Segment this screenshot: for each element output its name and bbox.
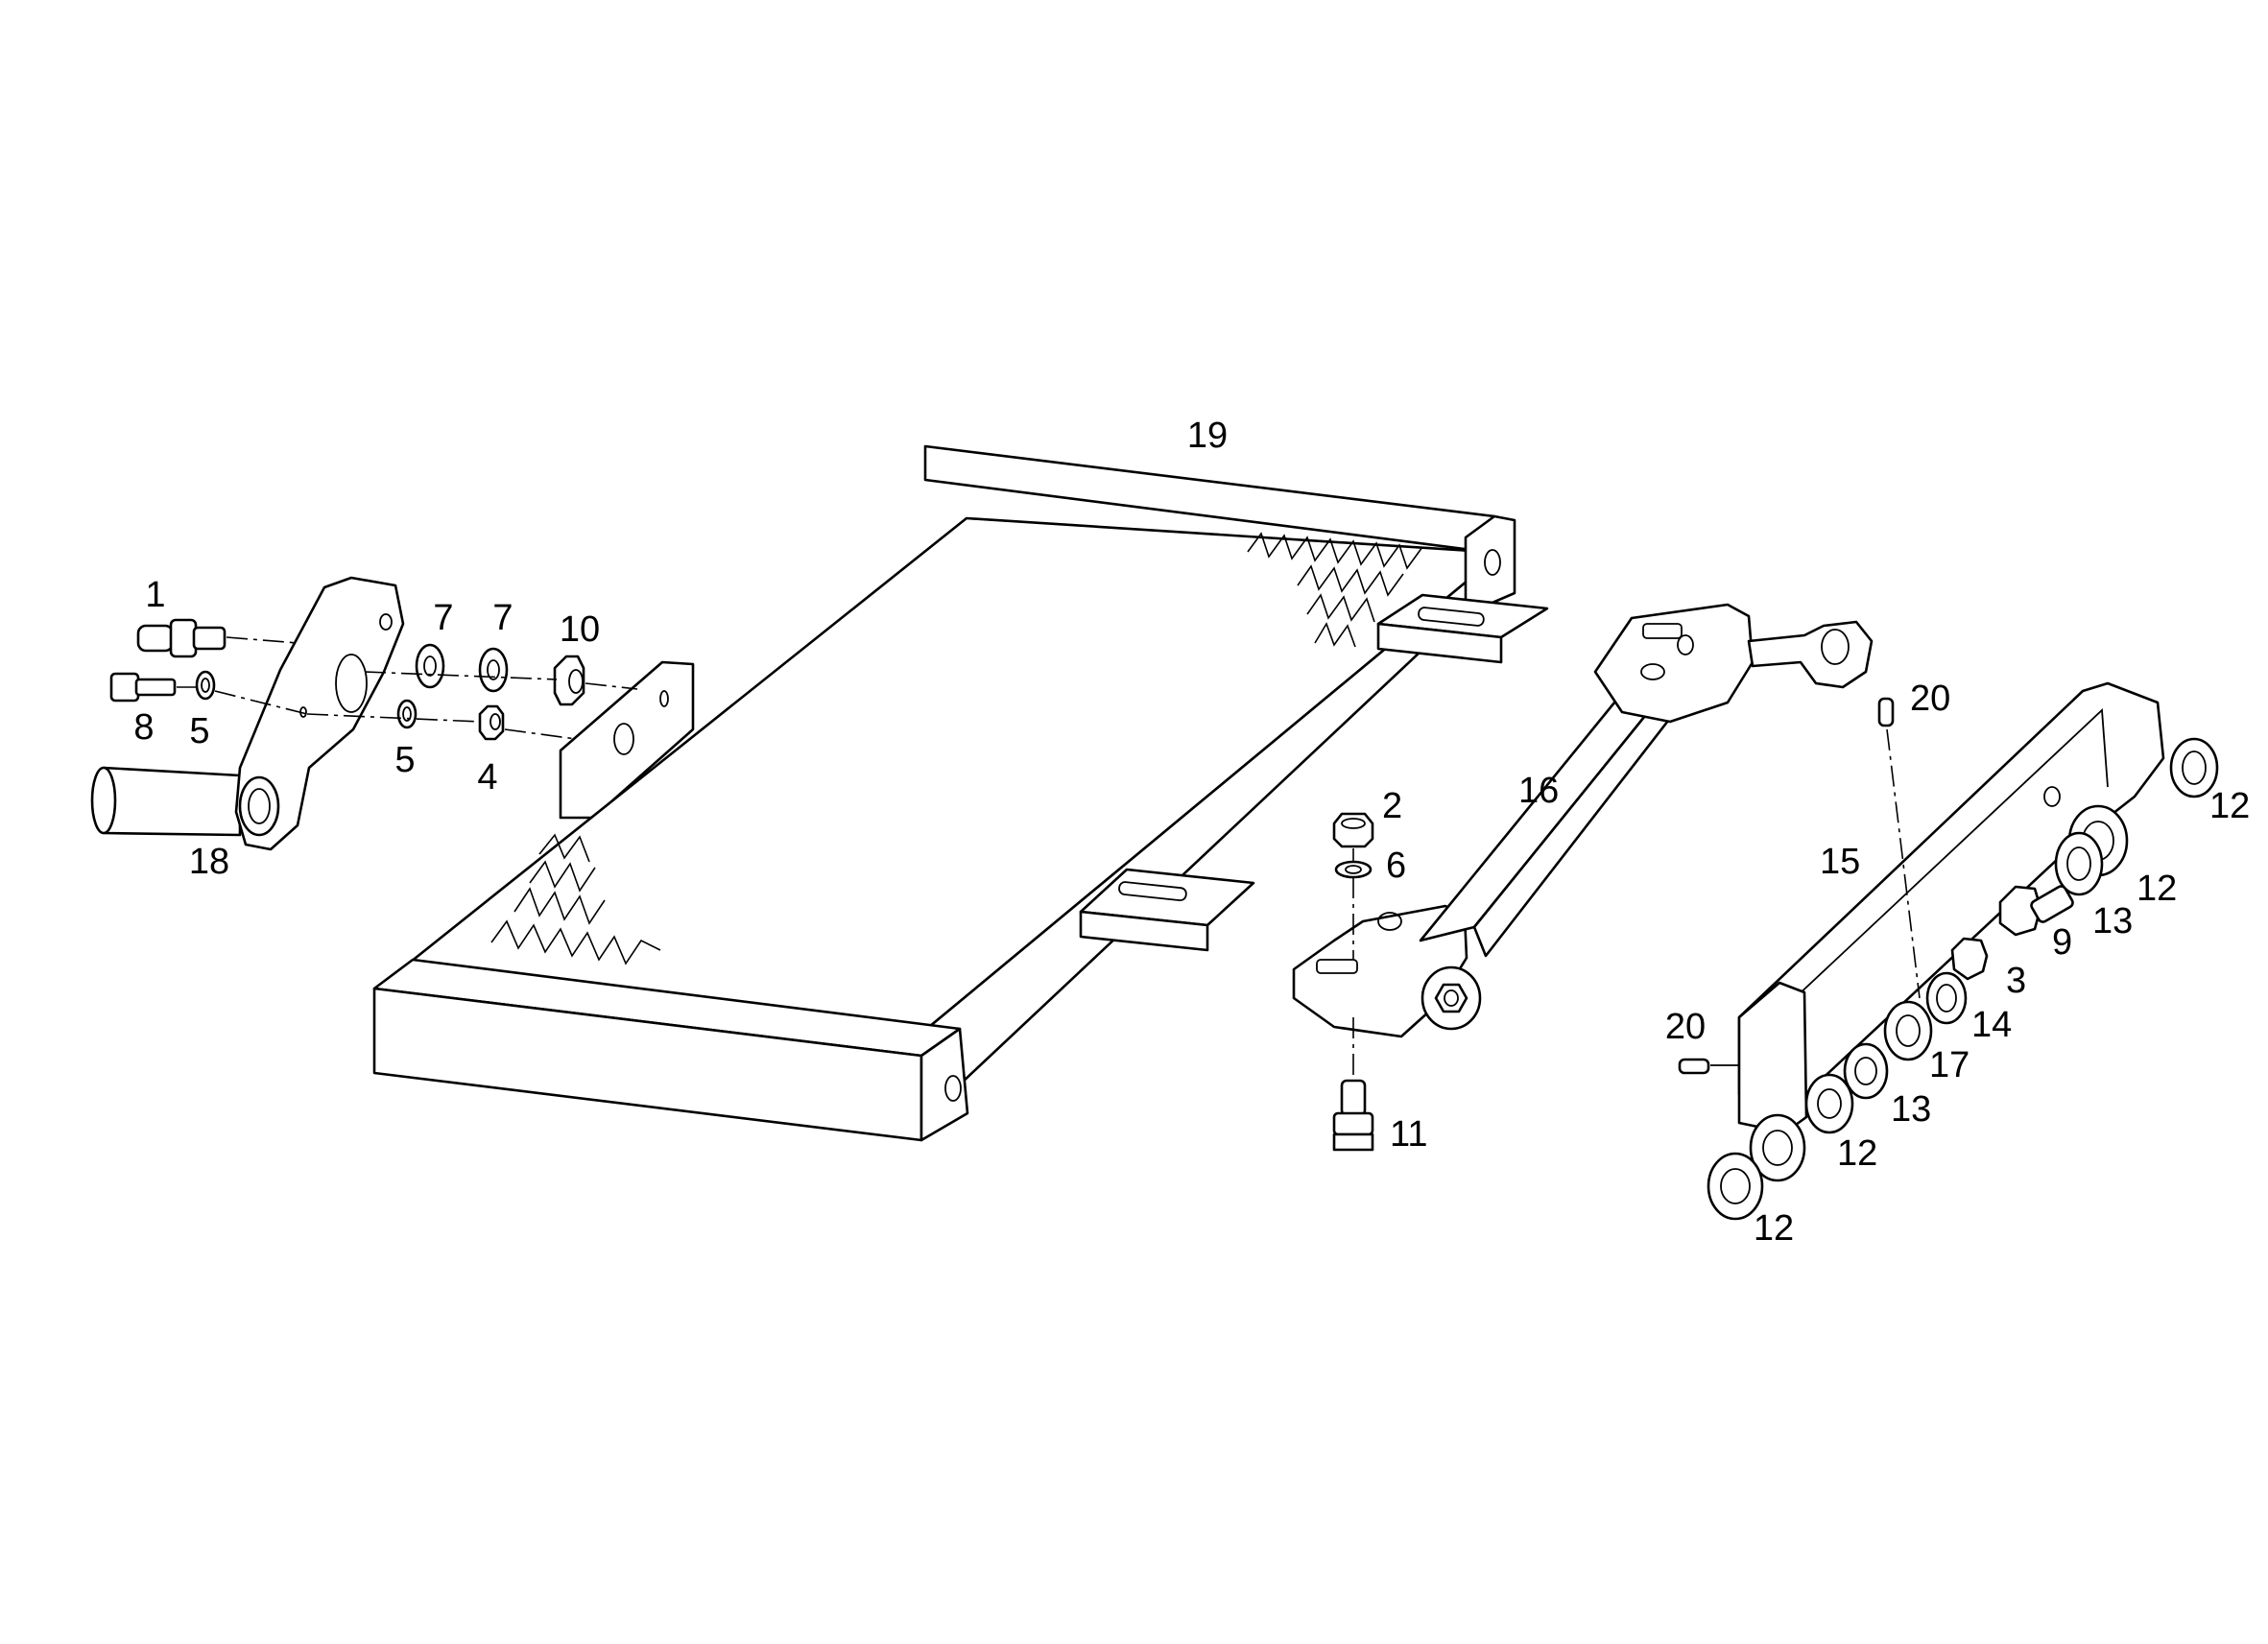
mounting-bracket-18 — [90, 576, 405, 851]
callout-13-lower: 13 — [1891, 1089, 1931, 1130]
support-rail-15 — [1678, 681, 2219, 1221]
callout-labels: 1 2 3 4 5 5 6 7 7 8 9 10 11 12 12 12 12 … — [133, 416, 2250, 1249]
callout-18: 18 — [189, 842, 229, 882]
callout-12-upper: 12 — [2137, 869, 2177, 909]
callout-13-upper: 13 — [2092, 901, 2133, 941]
callout-5-middle: 5 — [394, 740, 415, 780]
callout-7-right: 7 — [492, 598, 513, 638]
callout-11: 11 — [1390, 1114, 1427, 1155]
hardware-left — [109, 618, 638, 741]
callout-19: 19 — [1187, 416, 1228, 456]
callout-8: 8 — [133, 707, 154, 748]
support-arm-16 — [1292, 603, 1874, 1038]
callout-7-left: 7 — [433, 598, 453, 638]
callout-20-left: 20 — [1665, 1007, 1706, 1047]
callout-1: 1 — [145, 575, 165, 615]
callout-6: 6 — [1386, 846, 1406, 886]
callout-3: 3 — [2006, 961, 2026, 1001]
callout-14: 14 — [1971, 1005, 2012, 1045]
callout-17: 17 — [1929, 1045, 1970, 1085]
callout-5-left: 5 — [189, 711, 209, 751]
callout-20-top: 20 — [1910, 679, 1950, 719]
callout-12-bottom: 12 — [1754, 1208, 1794, 1249]
callout-2: 2 — [1382, 786, 1402, 826]
callout-4: 4 — [477, 757, 497, 798]
callout-16: 16 — [1518, 771, 1559, 811]
callout-12-top: 12 — [2209, 786, 2250, 826]
callout-10: 10 — [560, 609, 600, 650]
hardware-center — [1332, 812, 1374, 1152]
callout-9: 9 — [2052, 922, 2072, 963]
frame-assembly — [372, 444, 1549, 1142]
callout-15: 15 — [1820, 842, 1860, 882]
callout-12-middle: 12 — [1837, 1133, 1877, 1174]
